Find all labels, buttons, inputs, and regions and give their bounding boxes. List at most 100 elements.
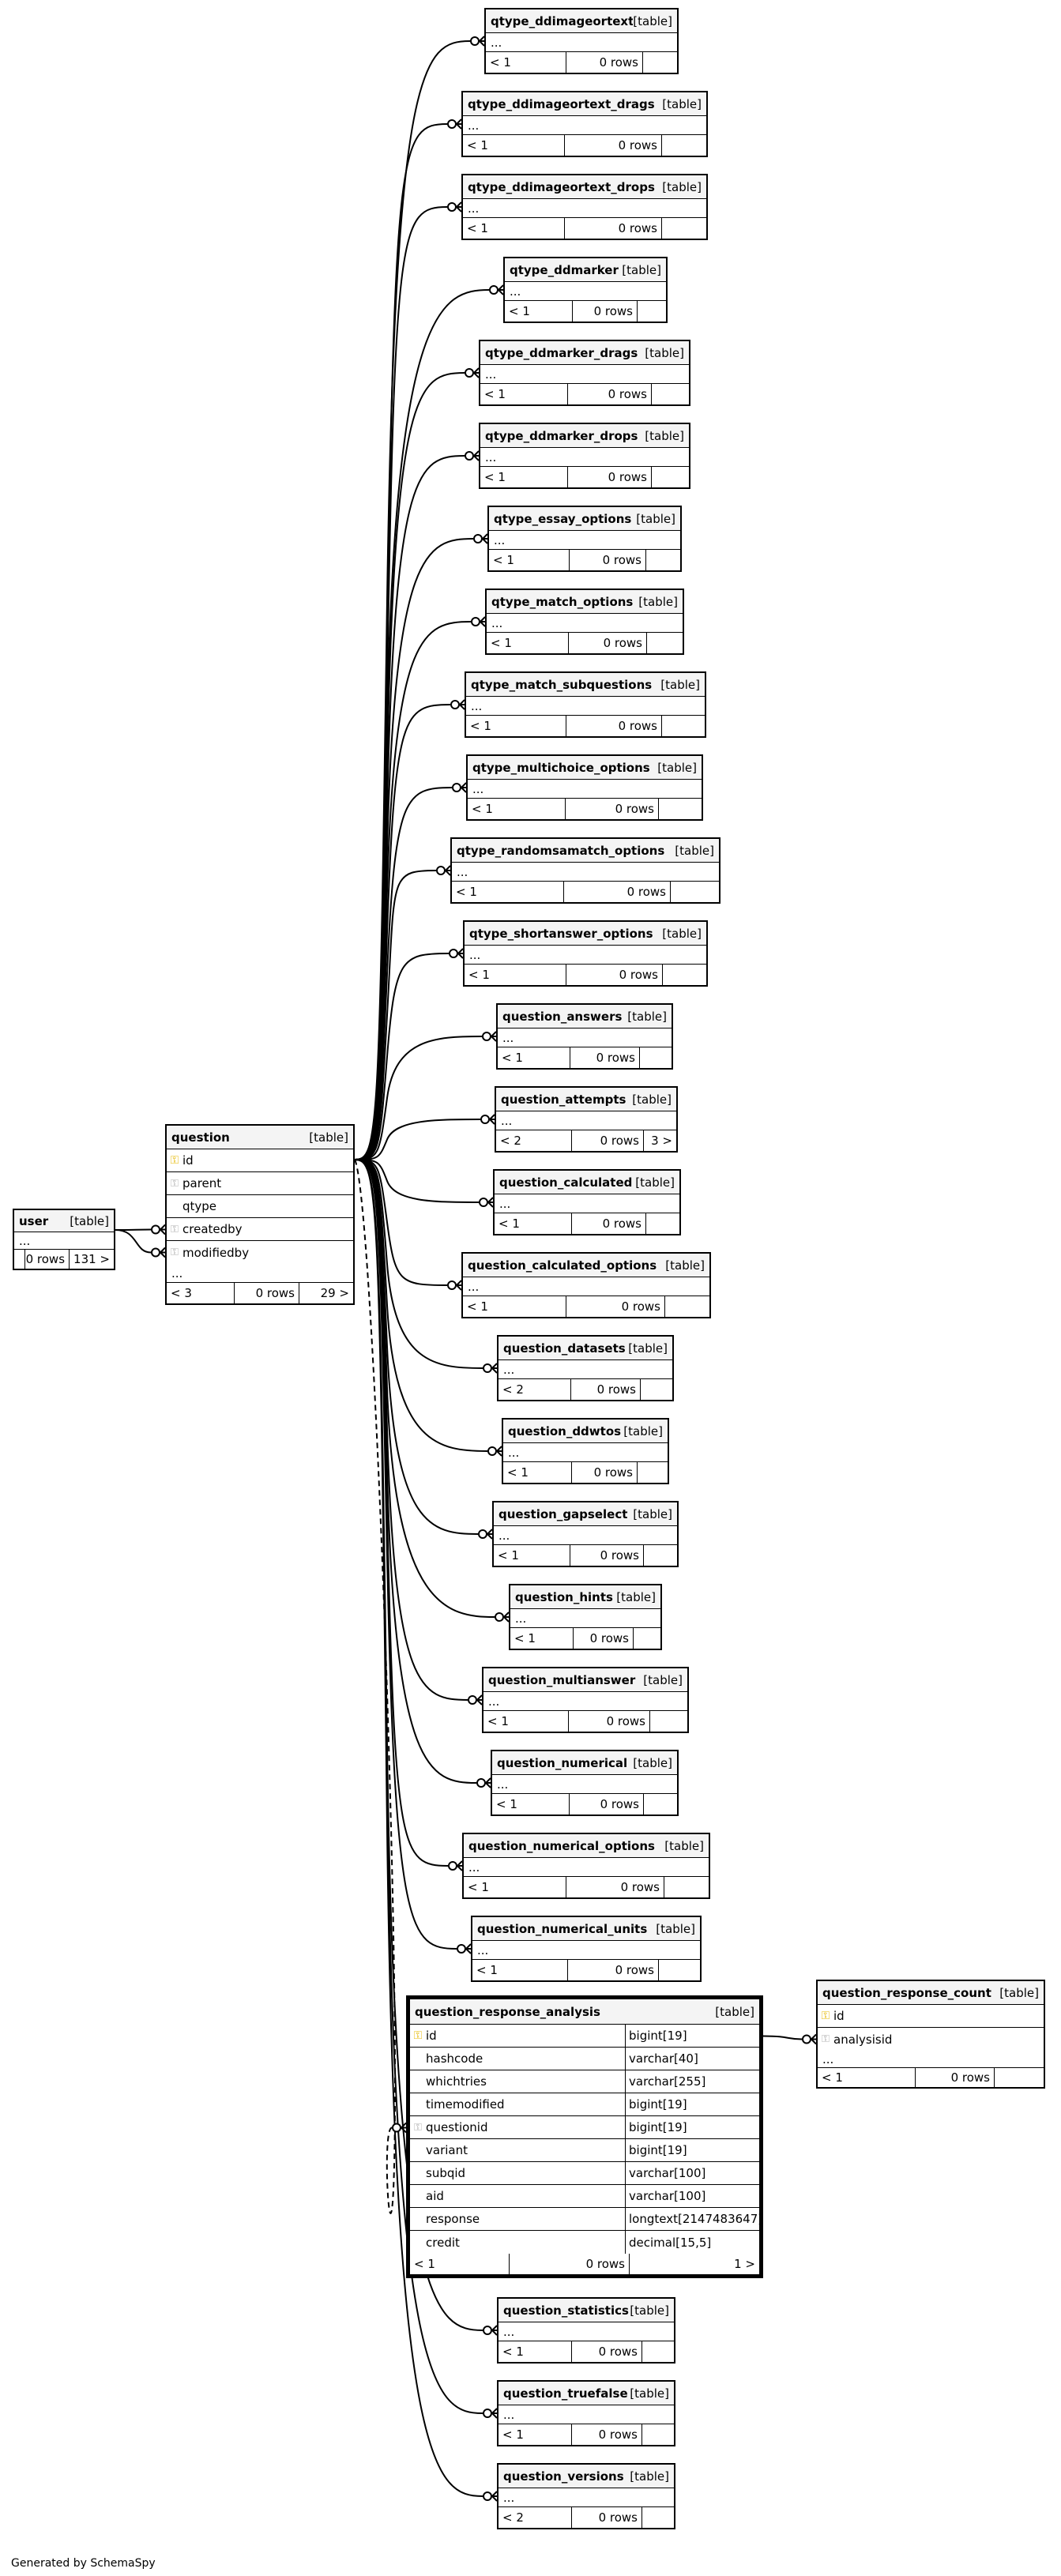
link-qtype-match-options-optional-marker	[471, 617, 480, 626]
foreign-key-icon: ⚿	[171, 1223, 179, 1235]
link-question-to-question-response-analysis	[354, 1159, 397, 2214]
link-question-to-question-gapselect	[354, 1159, 479, 1535]
primary-key-icon: ⚿	[821, 2010, 830, 2022]
column-row[interactable]: qtype	[167, 1195, 353, 1218]
table-name: question_versions	[503, 2469, 624, 2484]
link-question-truefalse-optional-marker	[483, 2409, 492, 2418]
no-key-icon	[410, 2185, 426, 2207]
table-name: qtype_essay_options	[494, 511, 632, 526]
table-type-tag: [table]	[657, 760, 697, 775]
link-modifiedby-many-marker	[160, 1247, 166, 1258]
table-name: question_calculated	[499, 1175, 633, 1190]
table-type-tag: [table]	[616, 1589, 656, 1604]
table-name: question_attempts	[501, 1092, 626, 1107]
column-ellipsis: ...	[167, 1264, 353, 1283]
link-question-to-qtype-shortanswer-options	[354, 953, 450, 1160]
column-row[interactable]: ⚿modifiedby	[167, 1241, 353, 1264]
link-user-to-question-modifiedby	[115, 1229, 152, 1254]
link-qtype-ddimageortext-drops-optional-marker	[447, 202, 457, 212]
table-name: qtype_match_subquestions	[471, 677, 653, 692]
link-question-statistics-many-marker	[491, 2325, 498, 2336]
link-createdby-optional-marker	[151, 1224, 160, 1235]
link-qtype-ddimageortext-drops-many-marker	[456, 201, 462, 212]
link-qtype-ddimageortext-drags-optional-marker	[447, 119, 457, 129]
table-name: qtype_ddmarker	[510, 262, 619, 277]
link-question-numerical-units-many-marker	[465, 1943, 472, 1954]
table-name: question_numerical	[497, 1755, 628, 1770]
column-row[interactable]: ⚿createdby	[167, 1218, 353, 1241]
link-question-versions-optional-marker	[483, 2491, 492, 2501]
column-ellipsis: ...	[503, 1443, 668, 1462]
column-row[interactable]: ⚿analysisid	[818, 2028, 1044, 2051]
column-row[interactable]: ⚿id	[167, 1149, 353, 1172]
link-qtype-shortanswer-options-many-marker	[457, 948, 464, 959]
column-ellipsis: ...	[818, 2051, 1044, 2068]
no-key-icon	[410, 2093, 426, 2115]
column-name: id	[833, 2009, 845, 2023]
link-question-to-question-numerical-options	[354, 1159, 449, 1867]
column-row[interactable]: ⚿id	[818, 2005, 1044, 2028]
primary-key-icon: ⚿	[413, 2029, 423, 2042]
link-question-to-qtype-ddmarker-drops	[354, 455, 465, 1160]
column-ellipsis: ...	[496, 1111, 676, 1130]
column-name: id	[426, 2029, 437, 2043]
table-name: qtype_ddimageortext_drags	[468, 96, 655, 111]
table-user[interactable]: user [table] ... 0 rows 131 >	[13, 1209, 115, 1270]
table-question-calculated-options[interactable]: question_calculated_options[table]...< 1…	[461, 1252, 711, 1318]
table-question-response-count[interactable]: question_response_count [table] ⚿id⚿anal…	[816, 1980, 1045, 2089]
table-qtype-randomsamatch-options[interactable]: qtype_randomsamatch_options[table]...< 1…	[450, 837, 721, 904]
no-key-icon	[410, 2070, 426, 2093]
column-name: subqid	[426, 2166, 466, 2180]
table-name: qtype_match_options	[491, 594, 634, 609]
column-ellipsis: ...	[483, 1692, 687, 1711]
table-name: question_answers	[502, 1009, 623, 1024]
column-row[interactable]: ⚿parent	[167, 1172, 353, 1195]
table-name: question_ddwtos	[508, 1423, 622, 1438]
link-question-answers-many-marker	[491, 1031, 497, 1042]
link-analysis-to-response-count	[762, 2035, 803, 2040]
